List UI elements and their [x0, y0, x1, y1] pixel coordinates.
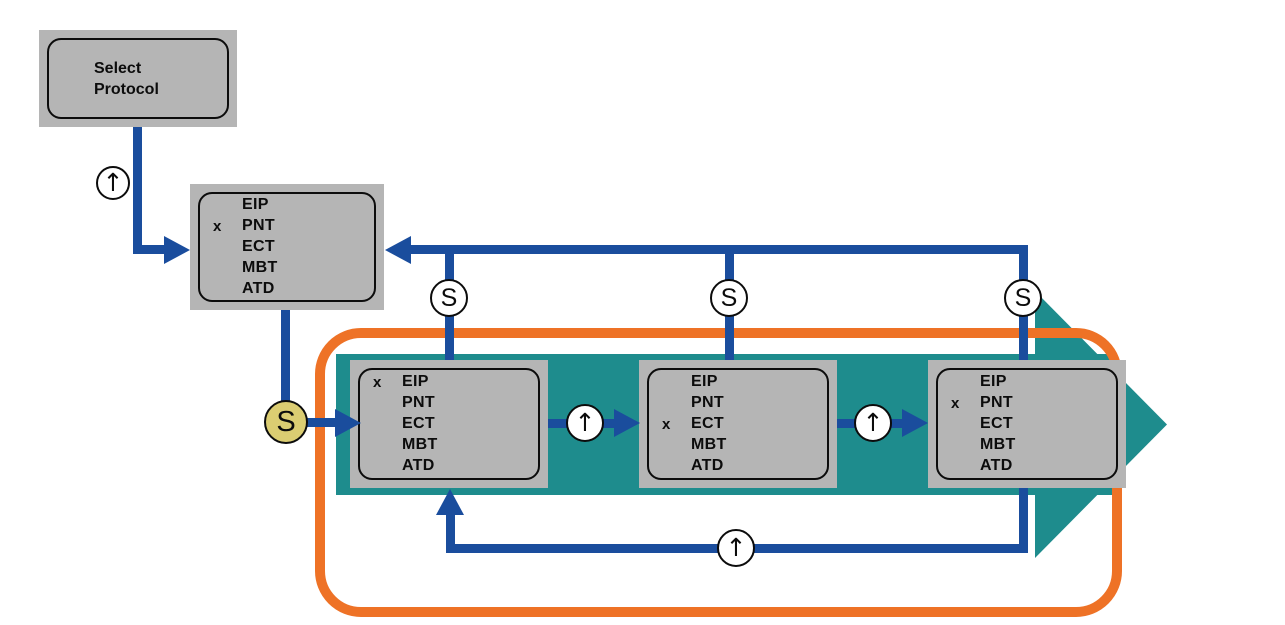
menu-item-label: EIP [980, 373, 1007, 390]
menu-item-pnt: x PNT [211, 216, 374, 237]
s-key-icon: S [440, 283, 458, 312]
menu-item-atd: ATD [949, 456, 1116, 477]
select-protocol-box: Select Protocol [39, 30, 237, 127]
selected-marker: x [951, 394, 960, 412]
menu-item-eip: EIP [949, 372, 1116, 393]
up-arrow-icon: ↑ [574, 407, 596, 437]
menu-item-eip: EIP [211, 195, 374, 216]
menu-item-label: ATD [242, 280, 275, 297]
arrowhead-loop-into-step1 [436, 489, 464, 515]
arrowhead-into-step1 [335, 409, 361, 437]
scroll-key-icon-loop: ↑ [717, 529, 755, 567]
menu-item-pnt: PNT [371, 393, 538, 414]
menu-item-eip: x EIP [371, 372, 538, 393]
connector-return-top [408, 245, 1028, 254]
connector-loop-up [446, 513, 455, 553]
protocol-menu-step3-list: EIP x PNT ECT MBT ATD [936, 368, 1118, 480]
menu-item-label: ATD [980, 457, 1013, 474]
protocol-menu-step2-list: EIP PNT x ECT MBT ATD [647, 368, 829, 480]
protocol-menu-initial: EIP x PNT ECT MBT ATD [190, 184, 384, 310]
menu-item-label: EIP [242, 196, 269, 213]
protocol-menu-step1: x EIP PNT ECT MBT ATD [350, 360, 548, 488]
menu-item-label: MBT [980, 436, 1016, 453]
menu-item-pnt: x PNT [949, 393, 1116, 414]
menu-item-label: ATD [402, 457, 435, 474]
s-key-icon: S [276, 405, 296, 438]
protocol-menu-step2: EIP PNT x ECT MBT ATD [639, 360, 837, 488]
protocol-menu-step3: EIP x PNT ECT MBT ATD [928, 360, 1126, 488]
menu-item-label: ECT [980, 415, 1013, 432]
select-key-icon-3: S [1004, 279, 1042, 317]
menu-item-ect: ECT [211, 237, 374, 258]
up-arrow-icon: ↑ [862, 407, 884, 437]
menu-item-label: ATD [691, 457, 724, 474]
scroll-key-icon-1: ↑ [566, 404, 604, 442]
protocol-menu-step1-list: x EIP PNT ECT MBT ATD [358, 368, 540, 480]
menu-item-mbt: MBT [211, 258, 374, 279]
menu-item-label: PNT [691, 394, 724, 411]
selected-marker: x [213, 217, 222, 235]
scroll-key-icon: ↑ [96, 166, 130, 200]
menu-item-eip: EIP [660, 372, 827, 393]
menu-item-label: MBT [242, 259, 278, 276]
connector-select-key-to-step1 [306, 418, 337, 427]
menu-item-label: MBT [691, 436, 727, 453]
arrowhead-return-into-initial-menu [385, 236, 411, 264]
menu-item-mbt: MBT [660, 435, 827, 456]
menu-item-atd: ATD [660, 456, 827, 477]
s-key-icon: S [720, 283, 738, 312]
connector-select-to-menu-horizontal [133, 245, 167, 254]
menu-item-mbt: MBT [949, 435, 1116, 456]
menu-item-label: PNT [242, 217, 275, 234]
menu-item-label: ECT [242, 238, 275, 255]
up-arrow-icon: ↑ [725, 532, 747, 562]
menu-item-label: PNT [402, 394, 435, 411]
menu-item-ect: x ECT [660, 414, 827, 435]
protocol-menu-initial-list: EIP x PNT ECT MBT ATD [198, 192, 376, 302]
connector-menu-to-select-key [281, 310, 290, 402]
select-key-icon-1: S [430, 279, 468, 317]
menu-item-atd: ATD [371, 456, 538, 477]
menu-item-pnt: PNT [660, 393, 827, 414]
arrowhead-into-step3 [902, 409, 928, 437]
connector-select-to-menu-vertical [133, 127, 142, 254]
menu-item-mbt: MBT [371, 435, 538, 456]
select-protocol-label: Select Protocol [47, 38, 229, 119]
arrowhead-into-step2 [614, 409, 640, 437]
scroll-key-icon-2: ↑ [854, 404, 892, 442]
menu-item-label: EIP [691, 373, 718, 390]
select-key-icon-2: S [710, 279, 748, 317]
arrowhead-into-initial-menu [164, 236, 190, 264]
menu-item-label: ECT [402, 415, 435, 432]
menu-item-label: ECT [691, 415, 724, 432]
menu-item-label: PNT [980, 394, 1013, 411]
menu-item-ect: ECT [949, 414, 1116, 435]
up-arrow-icon: ↑ [102, 167, 124, 197]
menu-item-atd: ATD [211, 279, 374, 300]
s-key-icon: S [1014, 283, 1032, 312]
select-key-icon-highlighted: S [264, 400, 308, 444]
menu-item-ect: ECT [371, 414, 538, 435]
selected-marker: x [662, 415, 671, 433]
menu-item-label: EIP [402, 373, 429, 390]
menu-item-label: MBT [402, 436, 438, 453]
selected-marker: x [373, 373, 382, 391]
